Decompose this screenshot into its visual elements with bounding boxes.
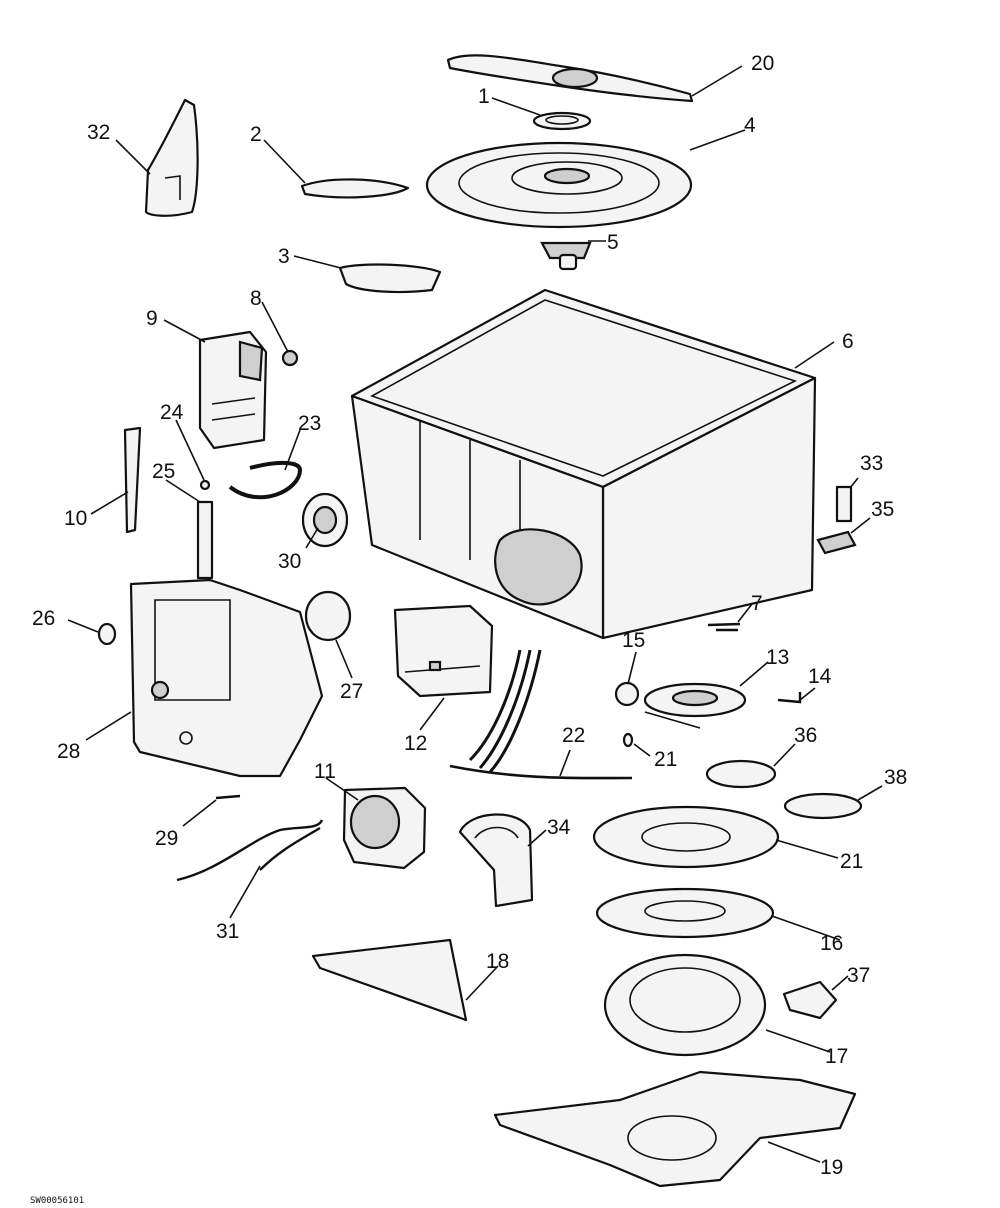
- part-10-bracket: [123, 426, 142, 534]
- callout-10: 10: [64, 507, 87, 530]
- part-8-clip: [281, 349, 299, 367]
- callout-2: 2: [250, 123, 262, 146]
- callout-11: 11: [314, 760, 336, 783]
- part-18-toe-panel: [311, 938, 468, 1022]
- part-29-clip: [215, 794, 241, 800]
- callout-30: 30: [278, 550, 301, 573]
- part-13-pump: [643, 682, 747, 729]
- callout-31: 31: [216, 920, 239, 943]
- part-23-hose: [228, 461, 303, 500]
- callout-labels: 20 1 4 2 32 5 3 9 8 6 24 23 10 25 33 35 …: [32, 52, 907, 1179]
- callout-33: 33: [860, 452, 883, 475]
- callout-12: 12: [404, 732, 427, 755]
- part-38-seal-ring: [783, 792, 863, 820]
- part-3-guide: [338, 263, 442, 294]
- callout-16: 16: [820, 932, 843, 955]
- callout-17: 17: [825, 1045, 848, 1068]
- part-26-o-ring: [97, 622, 117, 646]
- part-31-wire-harness: [176, 819, 324, 882]
- leader-lines: [67, 65, 883, 1163]
- callout-21-large: 21: [840, 850, 863, 873]
- part-22-wire-harness: [449, 649, 633, 780]
- callout-1: 1: [478, 85, 490, 108]
- callout-25: 25: [152, 460, 175, 483]
- part-33-strike: [835, 485, 853, 523]
- callout-22: 22: [562, 724, 585, 747]
- part-21-small-seal: [622, 732, 634, 748]
- callout-19: 19: [820, 1156, 843, 1179]
- callout-4: 4: [744, 114, 756, 137]
- callout-20: 20: [751, 52, 774, 75]
- part-19-base-tray: [493, 1070, 857, 1188]
- part-34-bracket: [458, 813, 534, 908]
- callout-29: 29: [155, 827, 178, 850]
- callout-18: 18: [486, 950, 509, 973]
- part-37-float: [782, 980, 838, 1020]
- part-17-sump-housing: [603, 953, 767, 1057]
- part-30-motor: [301, 492, 349, 548]
- part-20-upper-spray-arm: [446, 54, 694, 103]
- callout-34: 34: [547, 816, 571, 839]
- part-32-vent: [144, 98, 199, 217]
- part-36-ring: [705, 759, 777, 789]
- callout-14: 14: [808, 665, 832, 688]
- part-15-knob: [614, 681, 640, 707]
- callout-23: 23: [298, 412, 321, 435]
- part-12-control-board: [393, 604, 494, 698]
- callout-38: 38: [884, 766, 907, 789]
- callout-24: 24: [160, 401, 184, 424]
- callout-35: 35: [871, 498, 894, 521]
- part-11-fan: [342, 786, 427, 870]
- callout-7: 7: [751, 592, 763, 615]
- part-1-bearing-ring: [532, 111, 592, 131]
- callout-5: 5: [607, 231, 619, 254]
- callout-8: 8: [250, 287, 262, 310]
- part-14-clip: [777, 692, 802, 704]
- part-21-large-gasket: [592, 805, 780, 869]
- part-28-base-panel: [129, 578, 324, 778]
- callout-27: 27: [340, 680, 363, 703]
- callout-21-small: 21: [654, 748, 677, 771]
- callout-26: 26: [32, 607, 55, 630]
- part-9-dispenser: [198, 330, 268, 450]
- part-25-rod: [196, 500, 214, 580]
- callout-9: 9: [146, 307, 158, 330]
- part-6-tub: [350, 288, 817, 640]
- part-5-impeller: [540, 241, 592, 271]
- part-2-gasket: [300, 178, 410, 199]
- part-16-sump-cover: [595, 887, 775, 939]
- callout-6: 6: [842, 330, 854, 353]
- callout-32: 32: [87, 121, 110, 144]
- part-4-filter-plate: [425, 141, 693, 229]
- part-24-cap: [199, 479, 211, 491]
- footer-code: SW00056101: [30, 1196, 84, 1206]
- callout-3: 3: [278, 245, 290, 268]
- part-27-ring: [304, 590, 352, 642]
- callout-13: 13: [766, 646, 789, 669]
- part-35-latch-block: [816, 530, 857, 555]
- callout-28: 28: [57, 740, 80, 763]
- part-7-clip: [707, 622, 741, 632]
- callout-36: 36: [794, 724, 817, 747]
- callout-15: 15: [622, 629, 645, 652]
- callout-37: 37: [847, 964, 870, 987]
